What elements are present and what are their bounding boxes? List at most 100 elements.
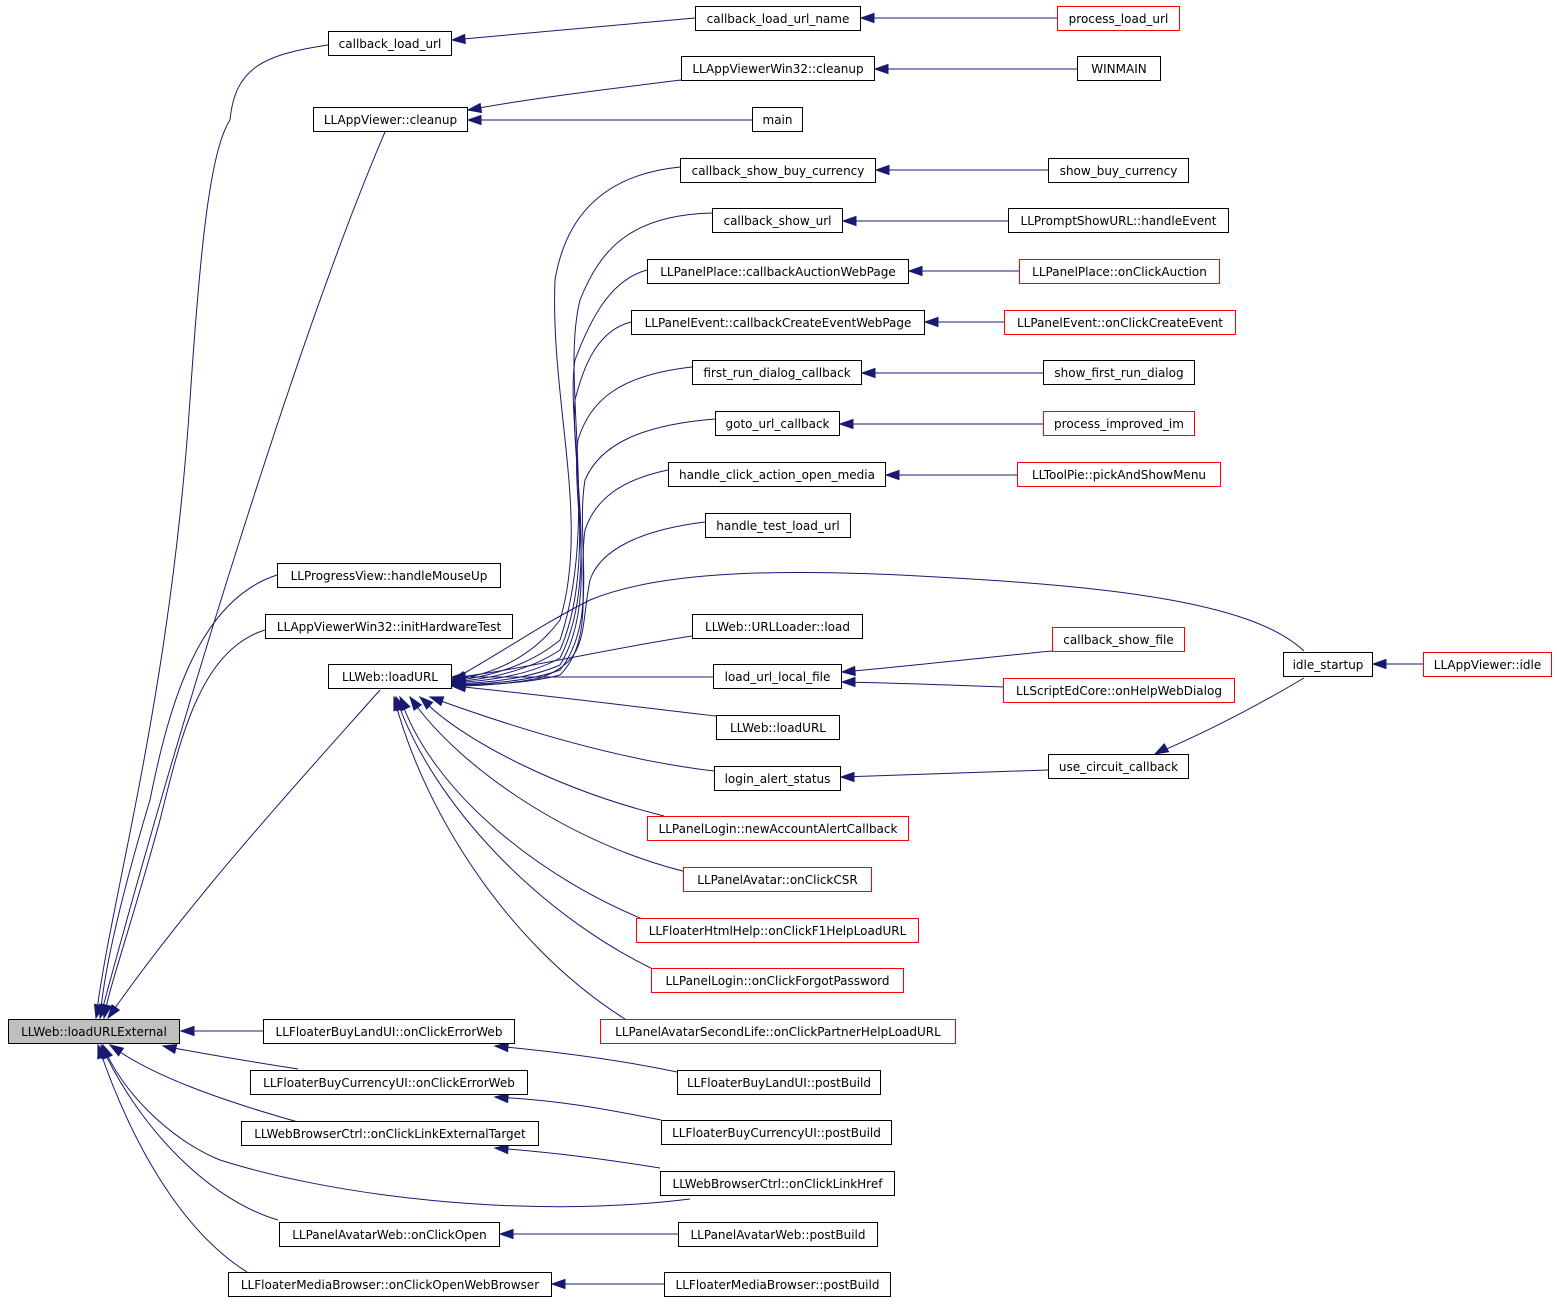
call-edge <box>451 212 713 682</box>
call-edge <box>451 685 717 717</box>
call-edge <box>107 689 381 1019</box>
node-load-url-local-file[interactable]: load_url_local_file <box>713 664 842 689</box>
node-llpanelavatarweb-postbuild[interactable]: LLPanelAvatarWeb::postBuild <box>678 1222 878 1247</box>
node-llappviewer-idle[interactable]: LLAppViewer::idle <box>1423 652 1552 677</box>
call-edge <box>1154 677 1305 755</box>
call-edge <box>840 769 1049 778</box>
call-edge <box>95 119 231 1019</box>
edge-arrowhead <box>409 695 423 711</box>
edge-arrowhead <box>101 1003 113 1020</box>
node-llprogressview-handlemouseup[interactable]: LLProgressView::handleMouseUp <box>277 563 501 588</box>
edge-arrowhead <box>450 33 466 45</box>
node-llweb-urlloader-load[interactable]: LLWeb::URLLoader::load <box>692 614 863 639</box>
node-llfloaterbuycurrencyui-onclickerrorweb[interactable]: LLFloaterBuyCurrencyUI::onClickErrorWeb <box>250 1070 528 1095</box>
node-idle-startup[interactable]: idle_startup <box>1283 652 1373 677</box>
edge-arrowhead <box>923 316 939 328</box>
edge-arrowhead <box>493 1143 509 1155</box>
node-show-buy-currency[interactable]: show_buy_currency <box>1048 158 1189 183</box>
node-llappviewer-cleanup[interactable]: LLAppViewer::cleanup <box>313 107 468 132</box>
edge-arrowhead <box>179 1025 195 1037</box>
edge-arrowhead <box>493 1041 509 1053</box>
node-llpromptshowurl-handleevent[interactable]: LLPromptShowURL::handleEvent <box>1008 208 1229 233</box>
node-callback-show-file[interactable]: callback_show_file <box>1052 627 1185 652</box>
call-edge <box>393 696 626 1020</box>
node-login-alert-status[interactable]: login_alert_status <box>714 766 841 791</box>
node-llpanelplace-onclickauction[interactable]: LLPanelPlace::onClickAuction <box>1019 259 1220 284</box>
node-goto-url-callback[interactable]: goto_url_callback <box>715 411 840 436</box>
node-llpanelevent-callbackcreateeventwebpage[interactable]: LLPanelEvent::callbackCreateEventWebPage <box>631 310 925 335</box>
node-callback-show-buy-currency[interactable]: callback_show_buy_currency <box>680 158 876 183</box>
node-process-load-url[interactable]: process_load_url <box>1057 6 1180 31</box>
edge-arrowhead <box>840 665 856 677</box>
node-llpanelavatarweb-onclickopen[interactable]: LLPanelAvatarWeb::onClickOpen <box>279 1222 500 1247</box>
node-llpanelavatar-onclickcsr[interactable]: LLPanelAvatar::onClickCSR <box>683 867 872 892</box>
node-llscripteditcore-onhelpwebdialog[interactable]: LLScriptEdCore::onHelpWebDialog <box>1003 678 1235 703</box>
node-callback-load-url[interactable]: callback_load_url <box>328 31 452 56</box>
node-winmain[interactable]: WINMAIN <box>1077 56 1161 81</box>
call-edge <box>494 1096 662 1121</box>
node-lltoolpie-pickandshowmenu[interactable]: LLToolPie::pickAndShowMenu <box>1017 462 1221 487</box>
node-llfloaterbuycurrencyui-postbuild[interactable]: LLFloaterBuyCurrencyUI::postBuild <box>661 1120 892 1145</box>
node-llfloaterhtmlhelp-onclickf1helploadurl[interactable]: LLFloaterHtmlHelp::onClickF1HelpLoadURL <box>636 918 919 943</box>
node-handle-click-action-open-media[interactable]: handle_click_action_open_media <box>668 462 886 487</box>
node-llpanelavatarsecondlife-onclickpartnerhelploadurl[interactable]: LLPanelAvatarSecondLife::onClickPartnerH… <box>600 1019 956 1044</box>
call-edge <box>429 696 715 772</box>
node-callback-load-url-name[interactable]: callback_load_url_name <box>695 6 861 31</box>
node-llfloaterbuylandui-onclickerrorweb[interactable]: LLFloaterBuyLandUI::onClickErrorWeb <box>263 1019 515 1044</box>
call-edge <box>395 696 671 978</box>
node-llfloatermediabrowser-postbuild[interactable]: LLFloaterMediaBrowser::postBuild <box>664 1272 891 1297</box>
edge-arrowhead <box>450 671 466 683</box>
node-llweb-loadurlexternal[interactable]: LLWeb::loadURLExternal <box>8 1019 180 1044</box>
node-first-run-dialog-callback[interactable]: first_run_dialog_callback <box>692 360 862 385</box>
call-edge <box>451 521 706 687</box>
edge-arrowhead <box>428 696 445 707</box>
node-process-improved-im[interactable]: process_improved_im <box>1043 411 1195 436</box>
call-edge <box>419 696 665 817</box>
edge-arrowhead <box>907 265 923 277</box>
edge-arrowhead <box>550 1278 566 1290</box>
call-edge <box>409 696 701 876</box>
edge-arrowhead <box>1153 742 1170 755</box>
edge-arrowhead <box>839 771 855 783</box>
node-llpanellogin-onclickforgotpassword[interactable]: LLPanelLogin::onClickForgotPassword <box>651 968 904 993</box>
call-edge <box>451 571 1305 681</box>
call-edge <box>99 574 278 1019</box>
node-llfloaterbuylandui-postbuild[interactable]: LLFloaterBuyLandUI::postBuild <box>677 1070 881 1095</box>
call-edge <box>841 650 1053 673</box>
node-llwebbrowserctrl-onclicklinkhref[interactable]: LLWebBrowserCtrl::onClickLinkHref <box>660 1171 895 1196</box>
edge-arrowhead <box>493 1092 509 1104</box>
edge-arrowhead <box>841 215 857 227</box>
node-llappviewerwin32-inithardwaretest[interactable]: LLAppViewerWin32::initHardwareTest <box>265 614 513 639</box>
edge-arrowhead <box>466 114 482 126</box>
node-show-first-run-dialog[interactable]: show_first_run_dialog <box>1043 360 1195 385</box>
node-llpanelevent-onclickcreateevent[interactable]: LLPanelEvent::onClickCreateEvent <box>1004 310 1236 335</box>
call-edge <box>451 166 681 681</box>
call-edge <box>100 1044 279 1221</box>
edge-arrowhead <box>107 1004 121 1020</box>
node-llappviewerwin32-cleanup[interactable]: LLAppViewerWin32::cleanup <box>681 56 875 81</box>
node-llweb-loadurl-overload[interactable]: LLWeb::loadURL <box>716 715 840 740</box>
edge-arrowhead <box>838 418 854 430</box>
call-edge <box>451 635 693 679</box>
node-use-circuit-callback[interactable]: use_circuit_callback <box>1048 754 1189 779</box>
node-llwebbrowserctrl-onclicklinkexternaltarget[interactable]: LLWebBrowserCtrl::onClickLinkExternalTar… <box>241 1121 539 1146</box>
edge-arrowhead <box>840 676 856 688</box>
node-handle-test-load-url[interactable]: handle_test_load_url <box>705 513 851 538</box>
node-llpanellogin-newaccountalertcallback[interactable]: LLPanelLogin::newAccountAlertCallback <box>647 816 909 841</box>
edge-arrowhead <box>859 12 875 24</box>
node-llfloatermediabrowser-onclickopenwebbrowser[interactable]: LLFloaterMediaBrowser::onClickOpenWebBro… <box>228 1272 552 1297</box>
edge-arrowhead <box>97 1043 108 1060</box>
edge-arrowhead <box>393 695 404 712</box>
edge-arrowhead <box>1371 658 1387 670</box>
node-main[interactable]: main <box>752 107 803 132</box>
node-llweb-loadurl[interactable]: LLWeb::loadURL <box>328 664 452 689</box>
edge-arrowhead <box>884 469 900 481</box>
edge-arrowhead <box>874 164 890 176</box>
node-callback-show-url[interactable]: callback_show_url <box>712 208 843 233</box>
call-edge <box>451 17 696 41</box>
edge-arrowhead <box>466 102 483 114</box>
node-llpanelplace-callbackauctionwebpage[interactable]: LLPanelPlace::callbackAuctionWebPage <box>647 259 909 284</box>
edge-arrowhead <box>873 63 889 75</box>
call-edge <box>399 696 656 925</box>
